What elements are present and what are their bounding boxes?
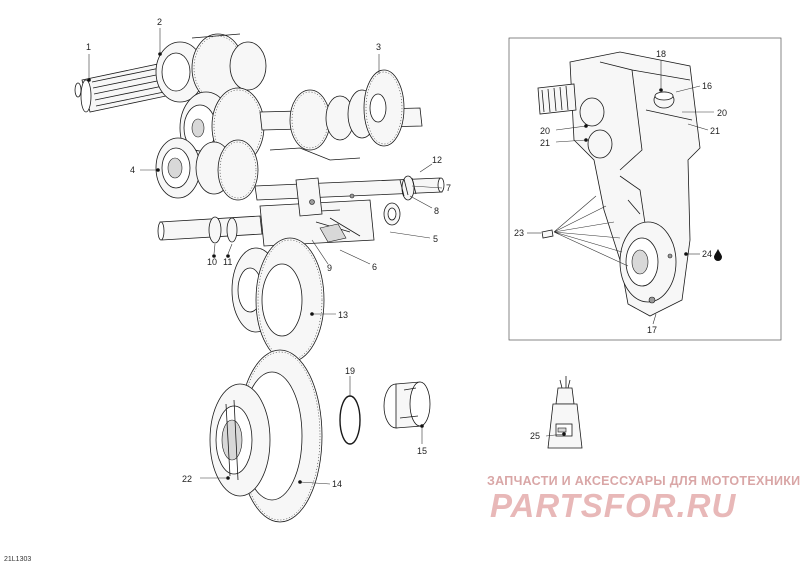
- gearbox-exploded-view: [74, 33, 445, 523]
- upper-gear-cluster: [155, 33, 267, 107]
- callout-6: 6: [372, 262, 377, 272]
- bearing-4: [155, 137, 259, 201]
- callout-labels: 1 2 3 4 5 6 7 8 9 10 11 12 13 14 15 16 1…: [86, 17, 727, 489]
- bushing-15: [383, 381, 431, 429]
- callout-17: 17: [647, 325, 657, 335]
- callout-16: 16: [702, 81, 712, 91]
- callout-12: 12: [432, 155, 442, 165]
- oil-drop-icon: [714, 249, 722, 261]
- sealant-tube-25: [547, 376, 583, 449]
- callout-15: 15: [417, 446, 427, 456]
- watermark-brand: PARTSFOR.RU: [490, 487, 736, 524]
- watermark-tagline: ЗАПЧАСТИ И АКСЕССУАРЫ ДЛЯ МОТОТЕХНИКИ: [487, 474, 800, 488]
- callout-18: 18: [656, 49, 666, 59]
- gear-14: [209, 349, 323, 523]
- input-shaft: [74, 63, 167, 113]
- housing-inset: [508, 37, 782, 341]
- callout-13: 13: [338, 310, 348, 320]
- callout-19: 19: [345, 366, 355, 376]
- o-ring-19: [339, 395, 361, 445]
- callout-21-left: 21: [540, 138, 550, 148]
- callout-11: 11: [223, 257, 232, 267]
- callout-23: 23: [514, 228, 524, 238]
- watermark: ЗАПЧАСТИ И АКСЕССУАРЫ ДЛЯ МОТОТЕХНИКИ PA…: [487, 474, 800, 524]
- callout-5: 5: [433, 234, 438, 244]
- callout-20-left: 20: [540, 126, 550, 136]
- countershaft-gears: [269, 69, 405, 161]
- callout-4: 4: [130, 165, 135, 175]
- leader-lines: [88, 28, 714, 485]
- callout-21-right: 21: [710, 126, 720, 136]
- callout-24: 24: [702, 249, 712, 259]
- callout-2: 2: [157, 17, 162, 27]
- callout-8: 8: [434, 206, 439, 216]
- callout-22: 22: [182, 474, 192, 484]
- callout-7: 7: [446, 183, 451, 193]
- callout-20-right: 20: [717, 108, 727, 118]
- callout-25: 25: [530, 431, 540, 441]
- callout-1: 1: [86, 42, 91, 52]
- shift-shaft-assembly: [157, 175, 445, 247]
- gear-13: [231, 237, 325, 363]
- callout-9: 9: [327, 263, 332, 273]
- callout-3: 3: [376, 42, 381, 52]
- callout-10: 10: [207, 257, 217, 267]
- diagram-code: 21L1303: [4, 556, 31, 563]
- callout-14: 14: [332, 479, 342, 489]
- leader-dots: [87, 52, 688, 484]
